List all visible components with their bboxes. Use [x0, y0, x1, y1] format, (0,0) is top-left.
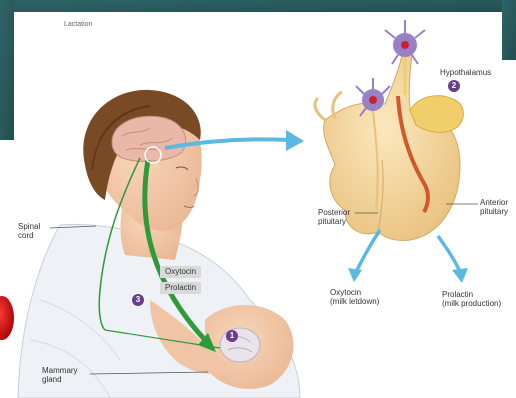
hypothalamus-label: Hypothalamus: [440, 68, 491, 77]
step-badge-2: 2: [448, 80, 460, 92]
spinal-cord-label: Spinal cord: [18, 222, 40, 240]
oxytocin-output-label: Oxytocin (milk letdown): [330, 288, 379, 306]
posterior-pituitary-label: Posterior pituitary: [318, 208, 350, 226]
step-badge-3: 3: [132, 294, 144, 306]
step-badge-1: 1: [226, 330, 238, 342]
prolactin-box: Prolactin: [160, 282, 201, 294]
prolactin-output-label: Prolactin (milk production): [442, 290, 501, 308]
anterior-pituitary-label: Anterior pituitary: [480, 198, 508, 216]
oxytocin-box: Oxytocin: [160, 266, 201, 278]
mammary-gland-label: Mammary gland: [42, 366, 78, 384]
diagram-title: Lactation: [64, 20, 92, 29]
